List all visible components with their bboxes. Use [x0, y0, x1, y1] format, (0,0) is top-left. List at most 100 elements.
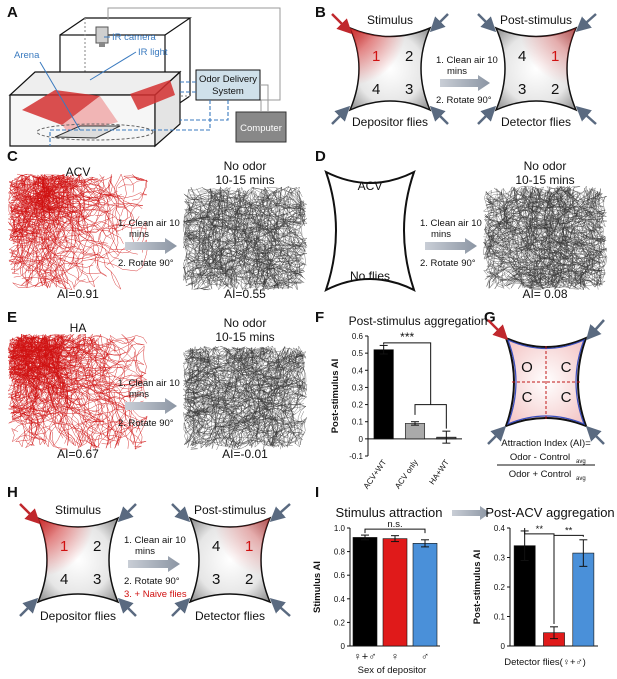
fly-track	[84, 419, 147, 450]
fly-track	[229, 423, 304, 446]
fly-track	[262, 208, 274, 290]
fly-track	[499, 253, 545, 289]
fly-track	[532, 204, 607, 218]
fly-track	[14, 177, 48, 207]
fly-track	[286, 411, 306, 447]
fly-track	[237, 189, 278, 251]
duration-label-e: 10-15 mins	[215, 330, 274, 344]
fly-tracks-acv	[7, 173, 148, 291]
fly-track	[186, 370, 221, 413]
fly-track	[215, 350, 240, 419]
fly-track	[521, 207, 569, 274]
post-stimulus-label-b: Post-stimulus	[500, 13, 572, 27]
step1b-h: mins	[135, 546, 155, 557]
fly-track	[187, 360, 262, 401]
y-tick-label: 0.6	[334, 571, 346, 580]
fly-track	[189, 198, 245, 220]
computer-box	[235, 111, 287, 143]
fly-track	[576, 256, 603, 286]
fly-track	[20, 196, 33, 284]
fly-track	[201, 407, 235, 449]
fly-track	[535, 185, 565, 248]
fly-track	[238, 347, 269, 385]
fly-track	[484, 210, 536, 230]
fly-track	[277, 236, 306, 277]
fly-track	[527, 198, 569, 244]
fly-track	[46, 407, 76, 447]
fly-track	[243, 227, 305, 270]
formula-sub-den-g: avg	[576, 476, 586, 482]
tubing-lines	[49, 81, 229, 146]
fly-track	[242, 232, 307, 275]
fly-tracks-no-odor-d	[482, 185, 608, 291]
ai-left-c: AI=0.91	[57, 287, 99, 301]
fly-track	[545, 225, 595, 263]
fly-track	[50, 178, 93, 223]
fly-track	[72, 251, 122, 290]
fly-track	[214, 228, 280, 267]
fly-track	[266, 199, 306, 255]
ai-right-e: AI=-0.01	[222, 447, 268, 461]
fly-track	[486, 260, 552, 287]
odor-label-c: ACV	[66, 165, 91, 179]
quadrant-3-h-right: 3	[212, 571, 220, 588]
fly-track	[250, 352, 307, 380]
y-tick-label: 0.2	[352, 401, 364, 410]
bar-0	[352, 537, 378, 647]
category-label-1: ♀	[391, 651, 399, 663]
fly-track	[59, 215, 86, 288]
fly-track	[215, 410, 240, 448]
fly-track	[274, 260, 303, 290]
fly-track	[8, 362, 44, 424]
fly-track	[91, 173, 127, 227]
fly-track	[93, 180, 120, 260]
fly-track	[9, 335, 49, 376]
ir-light-label: IR light	[138, 47, 168, 58]
y-tick-label: 0.5	[352, 349, 364, 358]
fly-track	[211, 222, 259, 278]
fly-track	[187, 405, 215, 448]
fly-track	[25, 413, 52, 445]
fly-track	[44, 197, 100, 249]
fly-track	[205, 347, 256, 411]
fly-track	[99, 350, 132, 433]
sig-bracket-2	[553, 534, 584, 624]
panel-label-h: H	[7, 484, 18, 501]
fly-tracks-ha	[7, 333, 148, 450]
fly-track	[24, 176, 83, 196]
process-arrow-c	[125, 238, 177, 254]
fly-track	[198, 223, 248, 276]
fly-track	[84, 415, 148, 439]
fly-track	[505, 251, 590, 282]
fly-track	[39, 173, 72, 213]
fly-track	[510, 190, 561, 235]
quadrant-1-h-right: 1	[245, 538, 253, 555]
process-arrow-d	[425, 238, 477, 254]
fly-track	[492, 223, 556, 264]
fly-track	[222, 371, 251, 450]
fly-track	[245, 239, 302, 289]
fly-track	[12, 357, 70, 383]
fly-track	[194, 357, 270, 413]
category-label-0: ACV+WT	[362, 458, 389, 491]
fly-track	[235, 230, 298, 290]
fly-track	[121, 334, 147, 374]
fly-track	[42, 338, 68, 404]
fly-track	[117, 416, 148, 450]
fly-track	[274, 237, 308, 287]
fly-track	[233, 208, 266, 290]
fly-track	[519, 186, 573, 216]
fly-track	[8, 348, 87, 382]
formula-title-g: Attraction Index (AI)=	[501, 438, 591, 449]
formula-numerator-g: Odor - Control	[510, 452, 570, 463]
fly-track	[8, 203, 55, 225]
fly-track	[36, 214, 57, 288]
fly-track	[184, 241, 213, 290]
fly-track	[85, 371, 147, 401]
fly-track	[53, 398, 82, 446]
fly-track	[262, 189, 308, 218]
step2-h: 2. Rotate 90°	[124, 576, 180, 587]
fly-track	[486, 221, 512, 287]
y-tick-label: 0	[359, 435, 364, 444]
